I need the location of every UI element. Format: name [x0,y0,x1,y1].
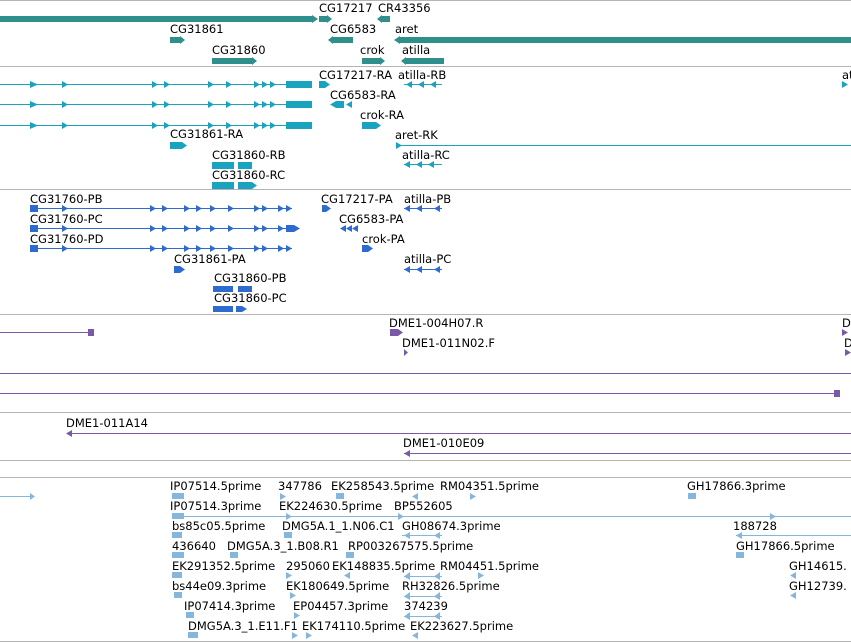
gene-label-atilla: atilla [402,43,431,57]
gene-feature-cg6583[interactable] [333,37,353,43]
est-label: DMG5A.3_1.E11.F1 [188,619,298,633]
protein-label: CG31861-PA [174,252,246,266]
gene-arrow [377,15,382,23]
est-label: GH08674.3prime [402,519,501,533]
track-divider [0,412,851,413]
mrna-label: CG31860-RC [212,168,286,182]
est-label: 347786 [278,479,322,493]
gene-arrow [252,57,257,65]
mrna-label: CG6583-RA [330,88,396,102]
protein-label: CG31860-PC [214,291,287,305]
protein-label: CG6583-PA [339,212,404,226]
gene-label-cg6583: CG6583 [330,22,377,36]
track-divider [0,314,851,315]
gene-feature-cg17217[interactable] [319,16,327,22]
est-label: EK291352.5prime [172,559,276,573]
est-label: IP07414.3prime [184,599,276,613]
mrna-label: atilla-RC [402,148,450,162]
protein-label: CG31760-PC [30,212,103,226]
est-label: IP07514.5prime [170,479,262,493]
est-label: 436640 [172,539,216,553]
est-label: 188728 [733,519,777,533]
clone-label: DME1-011A14 [66,416,148,430]
gene-feature-aret[interactable] [400,37,851,43]
est-label: EK223627.5prime [410,619,514,633]
gene-arrow [180,36,185,44]
gene-arrow [328,36,333,44]
track-divider [0,189,851,190]
est-label: DMG5A.3_1.B08.R1 [227,539,339,553]
gene-feature-cg31861[interactable] [170,37,180,43]
est-label: RH32826.5prime [402,579,500,593]
gene-feature-atilla[interactable] [406,58,444,64]
est-label: EK224630.5prime [279,499,383,513]
gene-feature-cr43356[interactable] [382,16,390,22]
mrna-label: at [842,68,851,82]
gene-label-cg31860: CG31860 [212,43,266,57]
est-label: IP07514.3prime [170,499,262,513]
est-label: DMG5A.1_1.N06.C1 [282,519,395,533]
track-divider [0,66,851,67]
est-label: GH14615. [789,559,847,573]
gene-arrow [394,36,400,44]
gene-label-cg31861: CG31861 [170,22,224,36]
track-divider [0,477,851,478]
est-label: GH17866.5prime [736,539,835,553]
mrna-label: CG31861-RA [170,127,244,141]
est-label: BP552605 [394,499,453,513]
protein-label: CG31760-PD [30,232,104,246]
gene-label-cr43356: CR43356 [378,1,431,15]
est-label: RM04451.5prime [440,559,539,573]
protein-label: crok-PA [362,232,405,246]
est-label: 295060 [286,559,330,573]
est-label: EK258543.5prime [331,479,435,493]
mrna-label: crok-RA [360,108,405,122]
clone-label: DME1-010E09 [403,436,485,450]
protein-label: atilla-PC [404,252,452,266]
est-label: EK180649.5prime [286,579,390,593]
clone-label: D [842,316,851,330]
gene-label-cg17217: CG17217 [319,1,373,15]
clone-label: DME1-011N02.F [402,336,495,350]
clone-label: D [844,336,851,350]
protein-label: CG17217-PA [321,192,393,206]
est-label: EP04457.3prime [293,599,389,613]
gene-arrow [401,57,406,65]
mrna-label: CG31860-RB [212,148,286,162]
gene-arrow [380,57,385,65]
gene-feature-cg31760[interactable] [0,16,312,22]
est-label: bs44e09.3prime [172,579,267,593]
mrna-label: aret-RK [395,128,438,142]
gene-arrow [327,15,332,23]
est-label: 374239 [404,599,448,613]
est-label: EK174110.5prime [302,619,406,633]
est-label: RP003267575.5prime [348,539,474,553]
est-label: RM04351.5prime [440,479,539,493]
mrna-label: CG17217-RA [319,68,393,82]
gene-feature-cg31860[interactable] [212,58,252,64]
gene-arrow [312,15,318,23]
est-label: GH12739. [789,579,847,593]
mrna-label: atilla-RB [398,68,447,82]
est-label: GH17866.3prime [687,479,786,493]
est-label: EK148835.5prime [332,559,436,573]
est-label: bs85c05.5prime [172,519,266,533]
protein-label: atilla-PB [404,192,452,206]
gene-feature-crok[interactable] [362,58,380,64]
track-divider [0,0,851,1]
protein-label: CG31860-PB [214,271,287,285]
protein-label: CG31760-PB [30,192,103,206]
gene-label-crok: crok [360,43,385,57]
clone-label: DME1-004H07.R [389,316,484,330]
track-divider [0,460,851,461]
gene-label-aret: aret [395,22,419,36]
